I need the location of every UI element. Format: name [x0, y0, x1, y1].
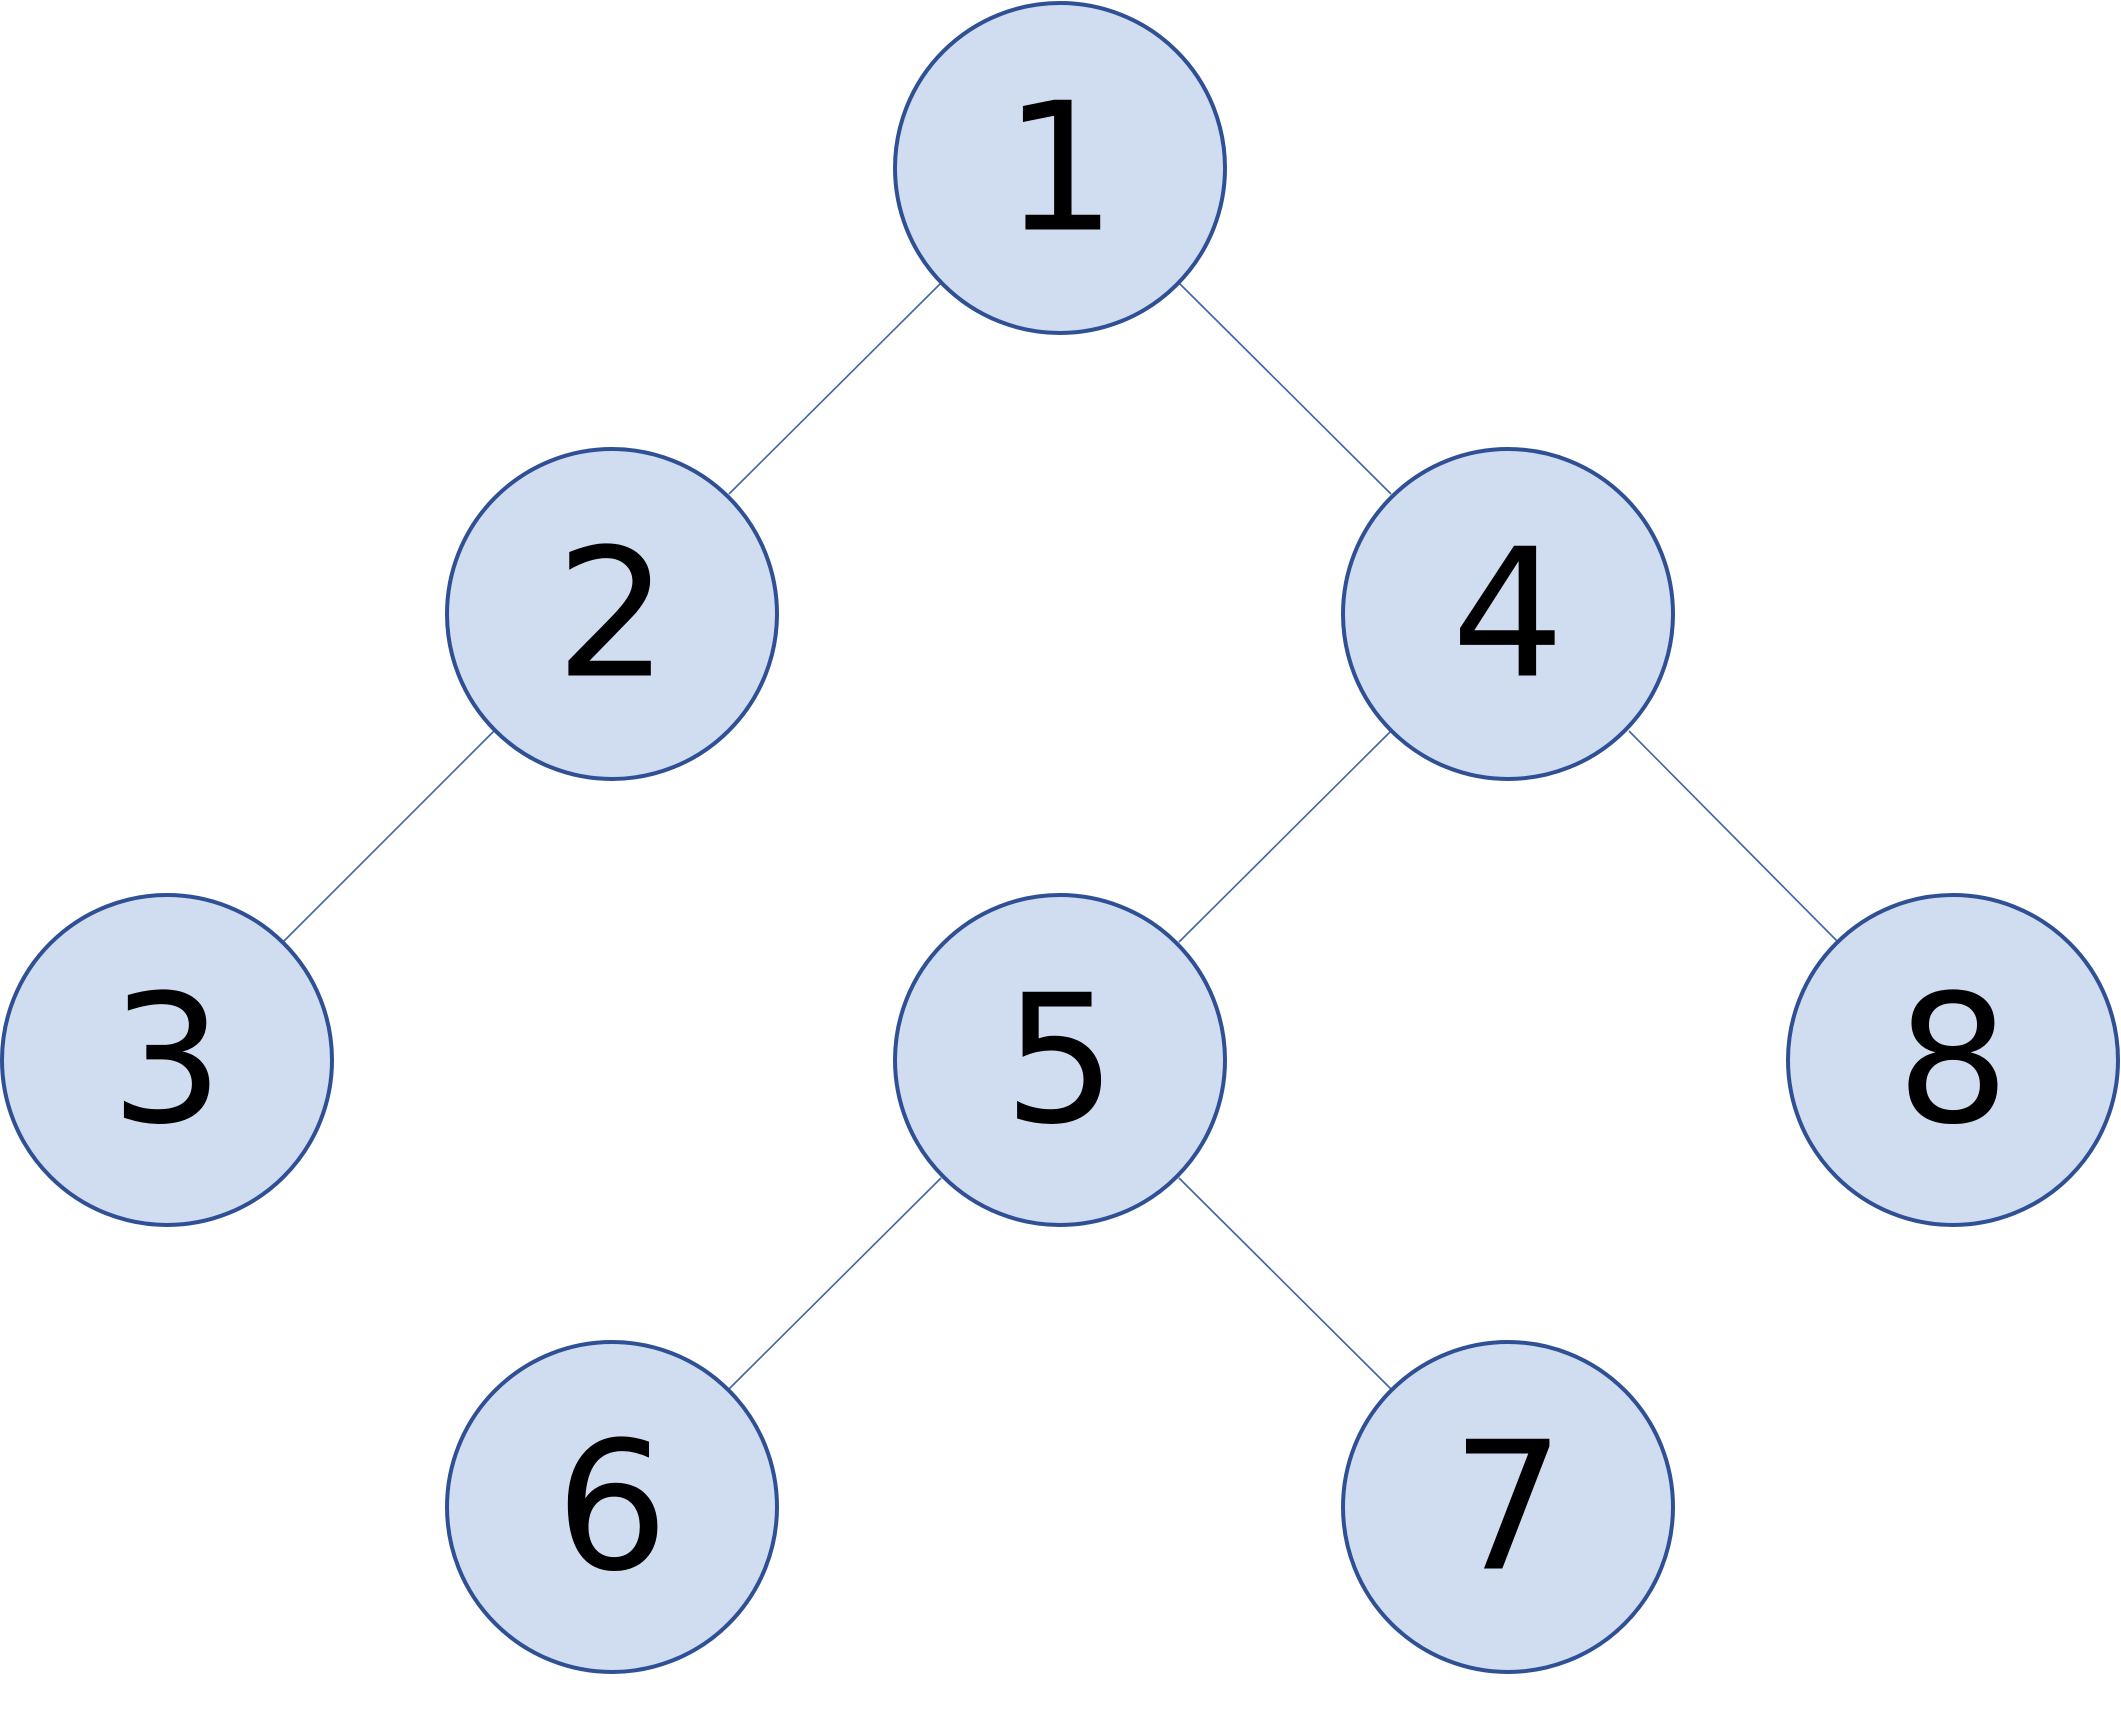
node-circle	[0, 893, 334, 1227]
tree-node-8: 8	[1786, 893, 2120, 1227]
node-label: 6	[555, 1404, 668, 1611]
edge-4-5	[1178, 730, 1392, 943]
node-circle	[1341, 1340, 1675, 1674]
node-label: 4	[1451, 511, 1564, 718]
tree-node-5: 5	[893, 893, 1227, 1227]
tree-nodes: 1 2 4 3 5 8 6 7	[0, 1, 2120, 1674]
node-circle	[1786, 893, 2120, 1227]
node-label: 3	[110, 957, 223, 1164]
node-label: 8	[1896, 957, 2009, 1164]
tree-node-6: 6	[445, 1340, 779, 1674]
node-label: 5	[1003, 957, 1116, 1164]
node-circle	[445, 447, 779, 781]
edge-4-8	[1628, 730, 1839, 943]
edge-5-7	[1178, 1177, 1392, 1390]
edge-1-4	[1178, 282, 1392, 495]
edge-5-6	[728, 1177, 942, 1390]
tree-node-4: 4	[1341, 447, 1675, 781]
tree-edges	[282, 282, 1839, 1390]
node-label: 1	[1003, 65, 1116, 272]
tree-node-7: 7	[1341, 1340, 1675, 1674]
tree-node-3: 3	[0, 893, 334, 1227]
tree-node-2: 2	[445, 447, 779, 781]
node-circle	[893, 893, 1227, 1227]
node-circle	[893, 1, 1227, 335]
edge-1-2	[728, 282, 942, 495]
node-label: 7	[1451, 1404, 1564, 1611]
node-circle	[1341, 447, 1675, 781]
node-label: 2	[555, 511, 668, 718]
node-circle	[445, 1340, 779, 1674]
edge-2-3	[282, 730, 495, 943]
tree-node-1: 1	[893, 1, 1227, 335]
